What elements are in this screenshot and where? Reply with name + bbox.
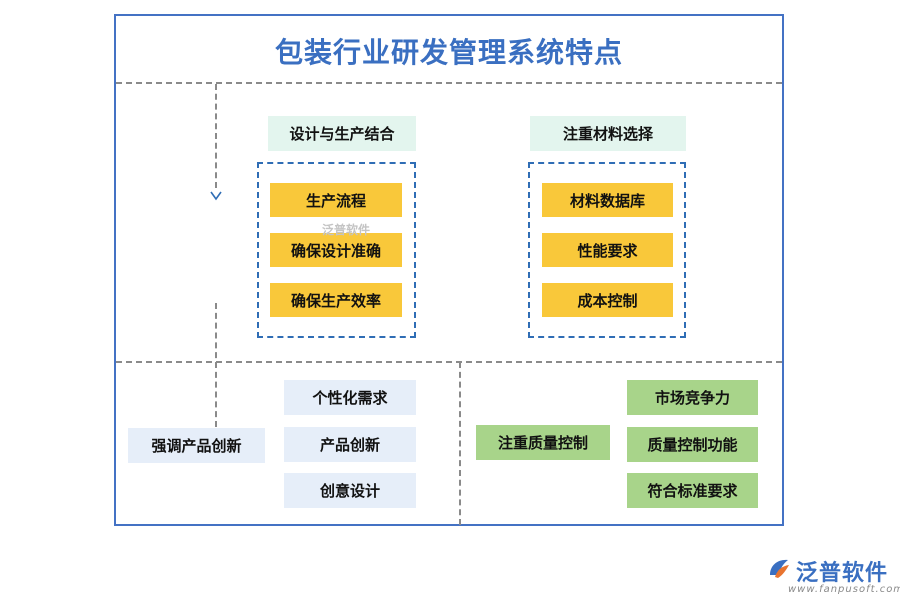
item-ensure-production-efficiency: 确保生产效率 xyxy=(270,283,402,317)
design-production-header: 设计与生产结合 xyxy=(268,116,416,151)
quality-control-main: 注重质量控制 xyxy=(476,425,610,460)
item-performance-requirements: 性能要求 xyxy=(542,233,673,267)
item-ensure-design-accuracy: 确保设计准确 xyxy=(270,233,402,267)
divider-middle xyxy=(116,361,782,363)
divider-vertical xyxy=(459,362,461,525)
item-quality-control-function: 质量控制功能 xyxy=(627,427,758,462)
watermark: 泛普软件 xyxy=(322,223,371,237)
item-cost-control: 成本控制 xyxy=(542,283,673,317)
divider-top xyxy=(116,82,782,84)
item-creative-design: 创意设计 xyxy=(284,473,416,508)
item-material-database: 材料数据库 xyxy=(542,183,673,217)
design-production-group xyxy=(257,162,416,338)
arrow-down-icon xyxy=(210,191,222,201)
item-production-process: 生产流程 xyxy=(270,183,402,217)
item-product-innovation: 产品创新 xyxy=(284,427,416,462)
logo-url: www.fanpusoft.com xyxy=(788,584,900,595)
material-selection-group xyxy=(528,162,686,338)
item-standard-compliance: 符合标准要求 xyxy=(627,473,758,508)
fanpu-logo-icon xyxy=(770,559,789,578)
diagram-title: 包装行业研发管理系统特点 xyxy=(274,36,623,69)
diagram-frame xyxy=(114,14,784,526)
item-personalized-needs: 个性化需求 xyxy=(284,380,416,415)
item-market-competitiveness: 市场竞争力 xyxy=(627,380,758,415)
connector-lower xyxy=(215,303,217,427)
logo-name: 泛普软件 xyxy=(796,561,889,586)
connector-upper xyxy=(215,84,217,188)
product-innovation-main: 强调产品创新 xyxy=(128,428,265,463)
material-selection-header: 注重材料选择 xyxy=(530,116,686,151)
